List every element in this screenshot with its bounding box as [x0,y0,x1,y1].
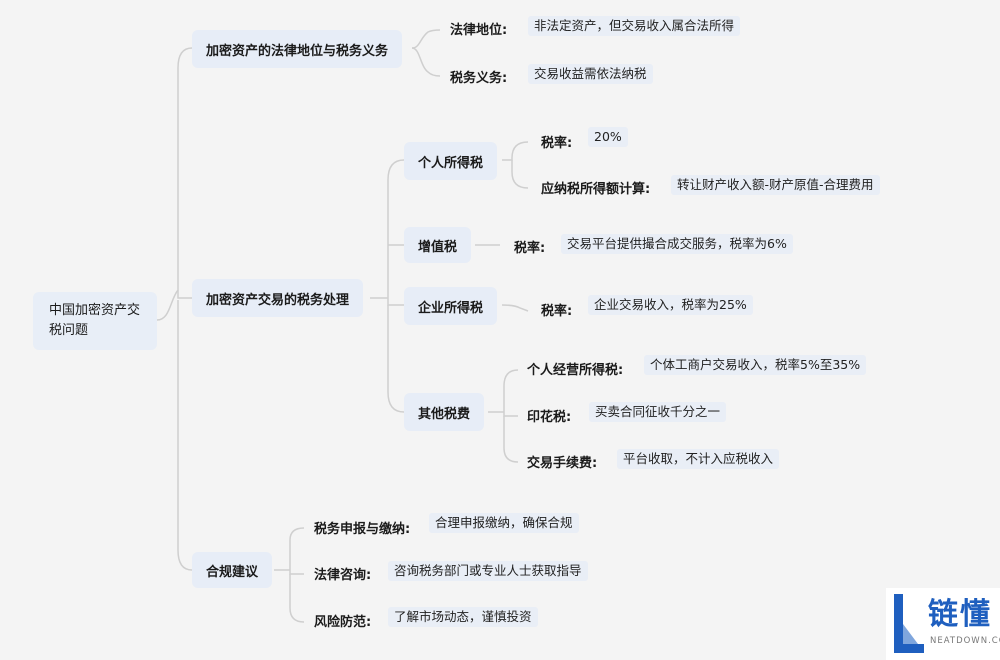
logo-mark-icon [894,594,924,653]
stamp-duty-value: 买卖合同征收千分之一 [589,402,727,422]
cit-rate-label: 税率: [541,304,573,319]
logo-domain: NEATDOWN.COM [930,636,1000,646]
branch-tax-node[interactable]: 加密资产交易的税务处理 [192,279,364,317]
branch-legal-node[interactable]: 加密资产的法律地位与税务义务 [192,30,403,68]
vat-node[interactable]: 增值税 [404,227,472,263]
other-fees-label: 其他税费 [418,406,471,422]
risk-label: 风险防范: [314,615,372,630]
legal-advice-label: 法律咨询: [314,568,372,583]
site-logo: 链懂 NEATDOWN.COM [886,588,1000,660]
cit-rate-value: 企业交易收入，税率为25% [588,295,753,315]
pit-rate-value: 20% [588,127,628,147]
vat-rate-value: 交易平台提供撮合成交服务，税率为6% [561,234,793,254]
filing-value: 合理申报缴纳，确保合规 [429,513,579,533]
transaction-fee-value: 平台收取，不计入应税收入 [617,449,780,469]
vat-rate-label: 税率: [514,241,546,256]
legal-status-value: 非法定资产，但交易收入属合法所得 [528,16,741,36]
filing-label: 税务申报与缴纳: [314,522,411,537]
transaction-fee-label: 交易手续费: [527,456,598,471]
stamp-duty-label: 印花税: [527,410,572,425]
legal-status-label: 法律地位: [450,23,508,38]
other-fees-node[interactable]: 其他税费 [404,393,485,431]
pit-base-label: 应纳税所得额计算: [541,182,651,197]
logo-name: 链懂 [928,597,992,632]
pit-rate-label: 税率: [541,136,573,151]
business-income-tax-value: 个体工商户交易收入，税率5%至35% [644,355,867,375]
personal-income-tax-node[interactable]: 个人所得税 [404,142,498,180]
branch-compliance-label: 合规建议 [206,564,259,580]
corporate-tax-node[interactable]: 企业所得税 [404,287,498,325]
tax-duty-label: 税务义务: [450,71,508,86]
pit-base-value: 转让财产收入额-财产原值-合理费用 [671,175,880,195]
risk-value: 了解市场动态，谨慎投资 [388,607,538,627]
branch-tax-label: 加密资产交易的税务处理 [206,292,350,308]
tax-duty-value: 交易收益需依法纳税 [528,64,653,84]
vat-label: 增值税 [418,239,458,255]
legal-advice-value: 咨询税务部门或专业人士获取指导 [388,561,588,581]
business-income-tax-label: 个人经营所得税: [527,363,624,378]
root-node[interactable]: 中国加密资产交税问题 [33,292,157,350]
personal-income-tax-label: 个人所得税 [418,155,484,171]
branch-compliance-node[interactable]: 合规建议 [192,552,273,588]
root-label: 中国加密资产交税问题 [49,303,141,338]
branch-legal-label: 加密资产的法律地位与税务义务 [206,43,389,59]
corporate-tax-label: 企业所得税 [418,300,484,316]
